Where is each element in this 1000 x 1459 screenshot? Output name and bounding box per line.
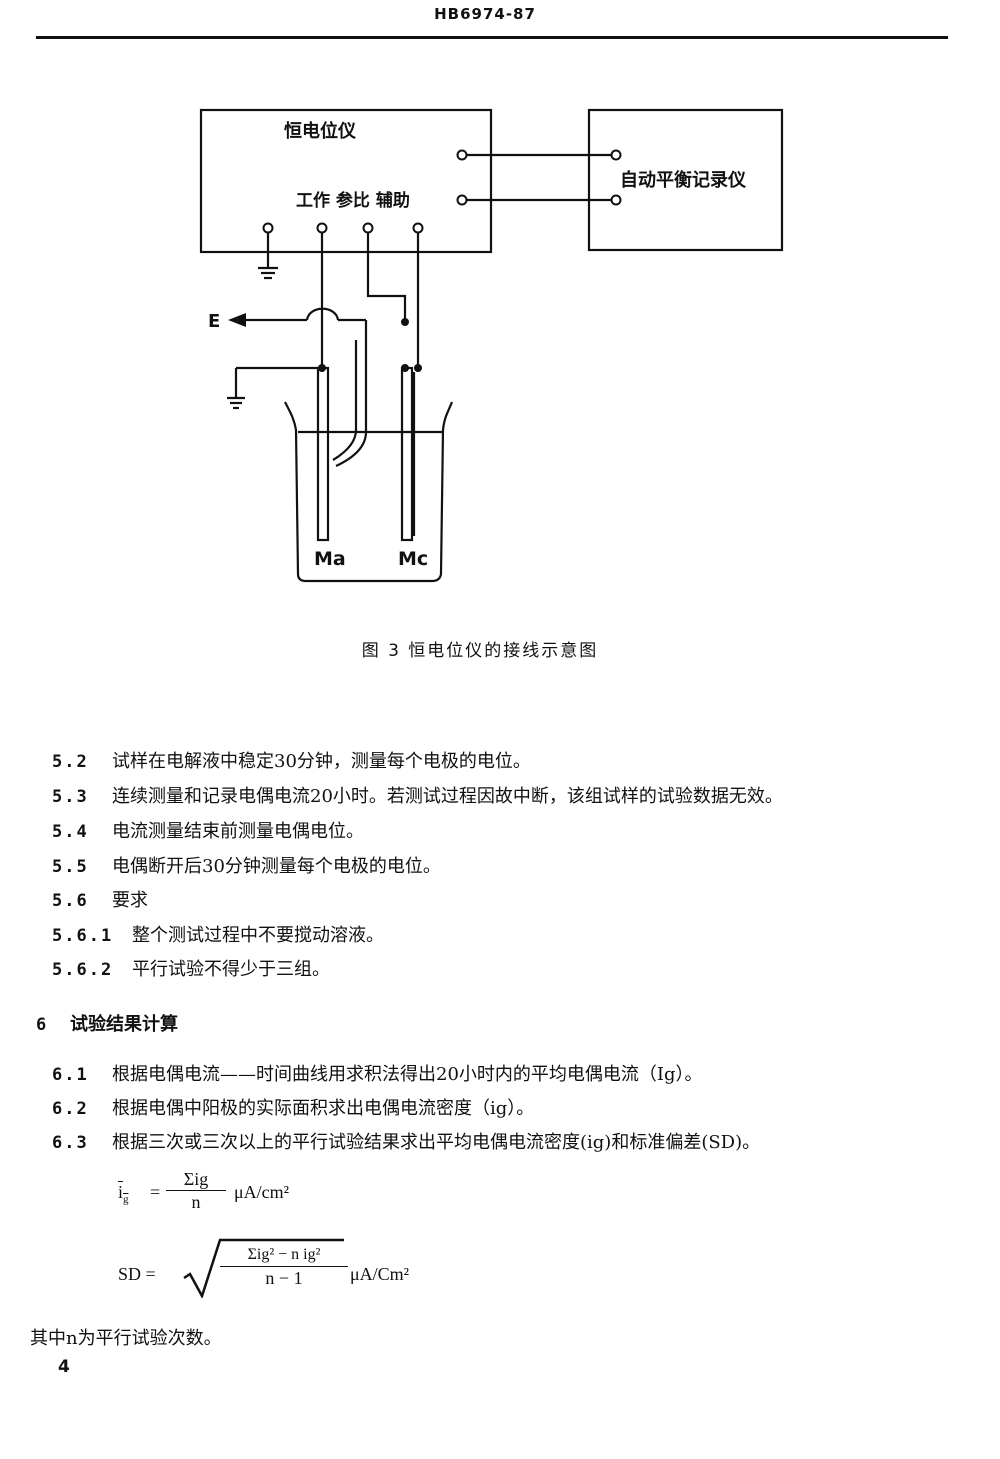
square-root-icon [183, 1238, 344, 1298]
header-rule [36, 36, 948, 39]
recorder-label: 自动平衡记录仪 [620, 169, 747, 191]
e-label: E [208, 311, 220, 332]
e-arrow-icon [228, 313, 246, 327]
document-code: HB6974-87 [434, 5, 536, 23]
wiring-diagram: 恒电位仪 工作 参比 辅助 自动平衡记录仪 E Ma Mc [199, 108, 784, 583]
formula1-equals: = [150, 1182, 161, 1202]
formula-standard-deviation: SD = Σig² − n ig² n − 1 μA/Cm² [118, 1236, 458, 1302]
potentiostat-label: 恒电位仪 [284, 120, 357, 142]
electrode-anode [316, 366, 330, 542]
reference-terminal [362, 222, 374, 234]
working-terminal [316, 222, 328, 234]
formula2-numerator: Σig² − n ig² [220, 1244, 348, 1267]
formula2-unit: μA/Cm² [350, 1264, 410, 1284]
formula-mean-density: ig = Σig n μA/cm² [118, 1168, 358, 1224]
formula2-denominator: n − 1 [265, 1268, 303, 1288]
recorder-box [587, 108, 784, 252]
electrode-cathode [400, 366, 414, 542]
ground-terminal [262, 222, 274, 234]
auxiliary-terminal [412, 222, 424, 234]
figure-caption: 图 3 恒电位仪的接线示意图 [361, 641, 599, 661]
formula2-lhs: SD = [118, 1264, 156, 1284]
electrode-cathode-label: Mc [398, 548, 428, 570]
formula1-fraction: Σig n [166, 1168, 226, 1213]
electrode-anode-label: Ma [314, 548, 346, 570]
formula1-numerator: Σig [166, 1168, 226, 1191]
terminal-labels: 工作 参比 辅助 [296, 190, 410, 211]
formula1-denominator: n [191, 1192, 201, 1212]
formula1-unit: μA/cm² [234, 1182, 290, 1202]
potentiostat-box [199, 108, 493, 254]
page-number: 4 [58, 1357, 70, 1377]
footer-note: 其中n为平行试验次数。 [30, 1328, 222, 1349]
formula2-fraction: Σig² − n ig² n − 1 [220, 1244, 348, 1289]
formula1-lhs: ig [118, 1182, 129, 1206]
